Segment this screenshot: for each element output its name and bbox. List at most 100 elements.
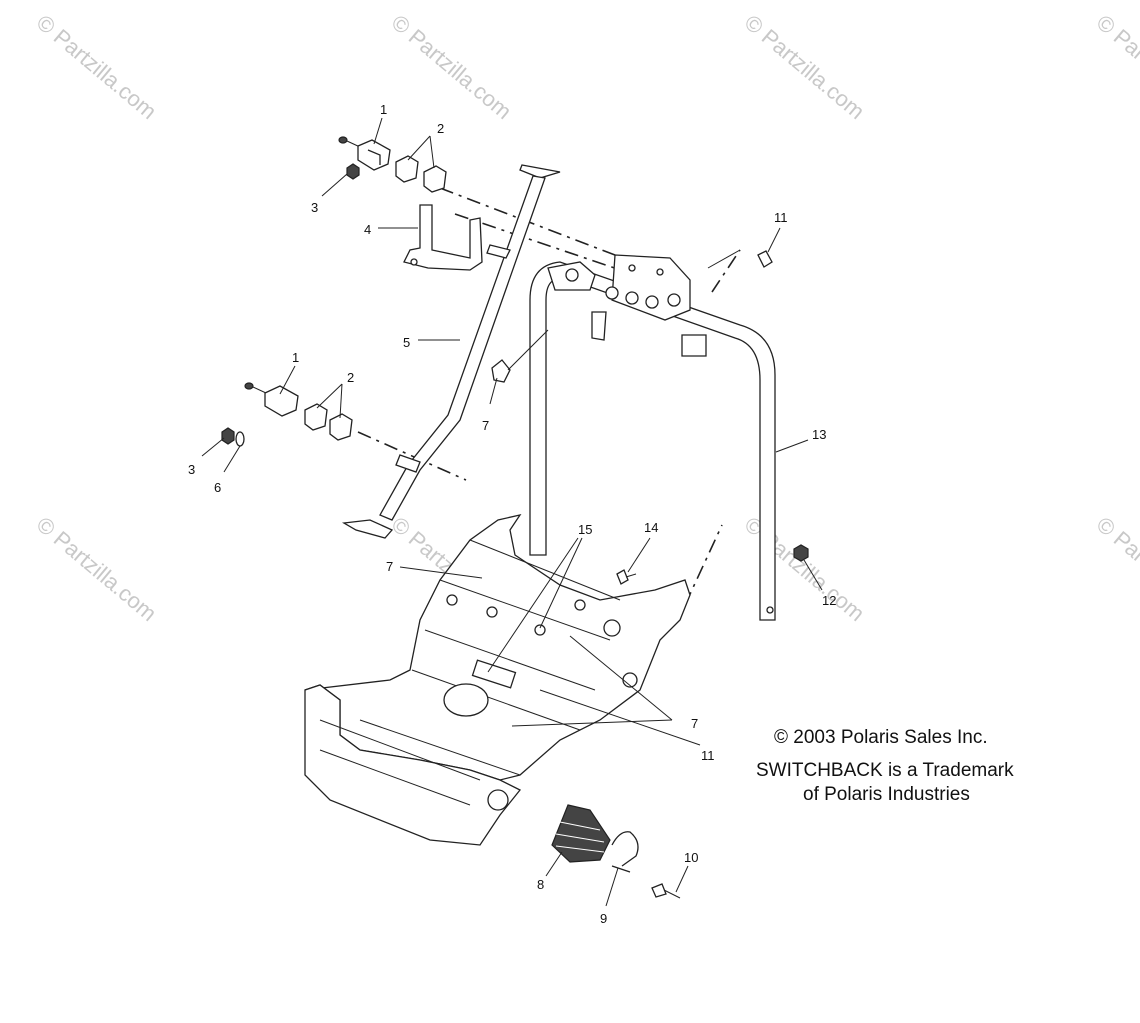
bushing	[395, 155, 419, 183]
copyright-text: © 2003 Polaris Sales Inc.	[774, 727, 988, 748]
screw-head	[338, 136, 348, 144]
leader-line	[707, 249, 741, 269]
callout-number: 5	[403, 335, 410, 350]
alignment-line	[684, 524, 723, 606]
leader-line	[507, 329, 549, 371]
watermark-text: © Partzilla.com	[32, 512, 162, 626]
alignment-line	[711, 249, 741, 293]
bolt-head	[616, 569, 629, 585]
chassis-outer	[304, 514, 691, 781]
plate-hole	[605, 286, 619, 300]
chassis-plate	[471, 659, 517, 689]
callout-number: 6	[214, 480, 221, 495]
callout-number: 8	[537, 877, 544, 892]
watermark-text: © Partzilla.com	[1092, 10, 1140, 124]
nut	[346, 163, 360, 180]
alignment-line	[454, 213, 651, 281]
chassis-hole	[534, 624, 546, 636]
leader-line	[539, 537, 583, 629]
bolt-upper	[757, 250, 773, 268]
clamp-detail	[367, 149, 381, 165]
bracket-body	[403, 204, 483, 271]
steering-tube	[379, 175, 546, 521]
bushings-lower	[304, 403, 353, 441]
watermark-text: © Partzilla.com	[32, 10, 162, 124]
callout-number: 7	[386, 559, 393, 574]
watermark-text: © Partzilla.com	[740, 10, 870, 124]
chassis-opening	[443, 683, 489, 717]
front-detail	[319, 719, 481, 806]
leader-line	[605, 867, 619, 907]
boot-retainer-ring	[611, 831, 639, 873]
hoop-bracket-hole	[565, 268, 579, 282]
watermark-text: © Partzilla.com	[387, 10, 517, 124]
nut-upper	[346, 163, 360, 180]
bushing	[423, 165, 447, 193]
trademark-line-1: SWITCHBACK is a Trademark	[756, 760, 1014, 781]
steering-hoop	[529, 254, 776, 621]
leader-line	[429, 135, 435, 169]
washer-lower	[235, 431, 245, 447]
steering-arm-bottom	[341, 519, 394, 539]
chassis-hole	[603, 619, 621, 637]
leader-line	[399, 566, 483, 579]
rubber-boot	[551, 804, 611, 863]
crossbar	[439, 579, 611, 641]
callout-numbers: 1 2 3 4 5 1 2 3 6 7 7 7 8 9 10 11 11 12 …	[188, 102, 836, 926]
leader-line	[487, 537, 579, 673]
plate-hole	[656, 268, 664, 276]
screw-shaft	[252, 386, 267, 394]
nut	[793, 544, 809, 562]
boot-ribs	[555, 821, 605, 853]
callout-number: 14	[644, 520, 658, 535]
callout-number: 2	[347, 370, 354, 385]
nut-lower	[221, 427, 235, 445]
clamp-block-lower	[244, 382, 299, 417]
bushing	[304, 403, 328, 431]
leader-line	[675, 865, 689, 893]
steering-collar	[486, 244, 511, 259]
leader-line	[627, 537, 651, 573]
steering-collar	[395, 454, 421, 473]
leader-line	[201, 437, 225, 457]
leader-line	[545, 851, 563, 877]
callout-number: 4	[364, 222, 371, 237]
alignment-line	[357, 431, 467, 481]
chassis-hole	[487, 789, 509, 811]
callout-number: 13	[812, 427, 826, 442]
nut	[221, 427, 235, 445]
grommet	[491, 359, 511, 383]
callout-number: 7	[691, 716, 698, 731]
washer	[235, 431, 245, 447]
watermark-text: © Partzilla.com	[740, 512, 870, 626]
plate-hole	[625, 291, 639, 305]
mount-bracket	[403, 204, 483, 271]
chassis-hole	[574, 599, 586, 611]
callout-number: 12	[822, 593, 836, 608]
hoop-tab	[591, 311, 607, 341]
leader-line	[539, 689, 701, 746]
bushings-upper	[395, 155, 447, 193]
callout-number: 1	[292, 350, 299, 365]
rivet-head	[651, 883, 667, 898]
callout-number: 1	[380, 102, 387, 117]
leader-line	[767, 227, 781, 253]
callout-number: 9	[600, 911, 607, 926]
leader-line	[316, 383, 343, 409]
nut-hoop	[793, 544, 809, 562]
crossbar	[469, 539, 621, 601]
screw-head	[244, 382, 254, 390]
callout-number: 7	[482, 418, 489, 433]
leader-line	[511, 719, 673, 727]
rivet-shaft	[663, 889, 681, 899]
hoop-end-hole	[766, 606, 774, 614]
bracket-hole	[410, 258, 418, 266]
leader-line	[373, 117, 383, 145]
crossbar	[359, 719, 521, 776]
callout-number: 3	[311, 200, 318, 215]
crossbar	[424, 629, 596, 691]
bolt-shaft	[625, 573, 637, 578]
plate-hole	[628, 264, 636, 272]
